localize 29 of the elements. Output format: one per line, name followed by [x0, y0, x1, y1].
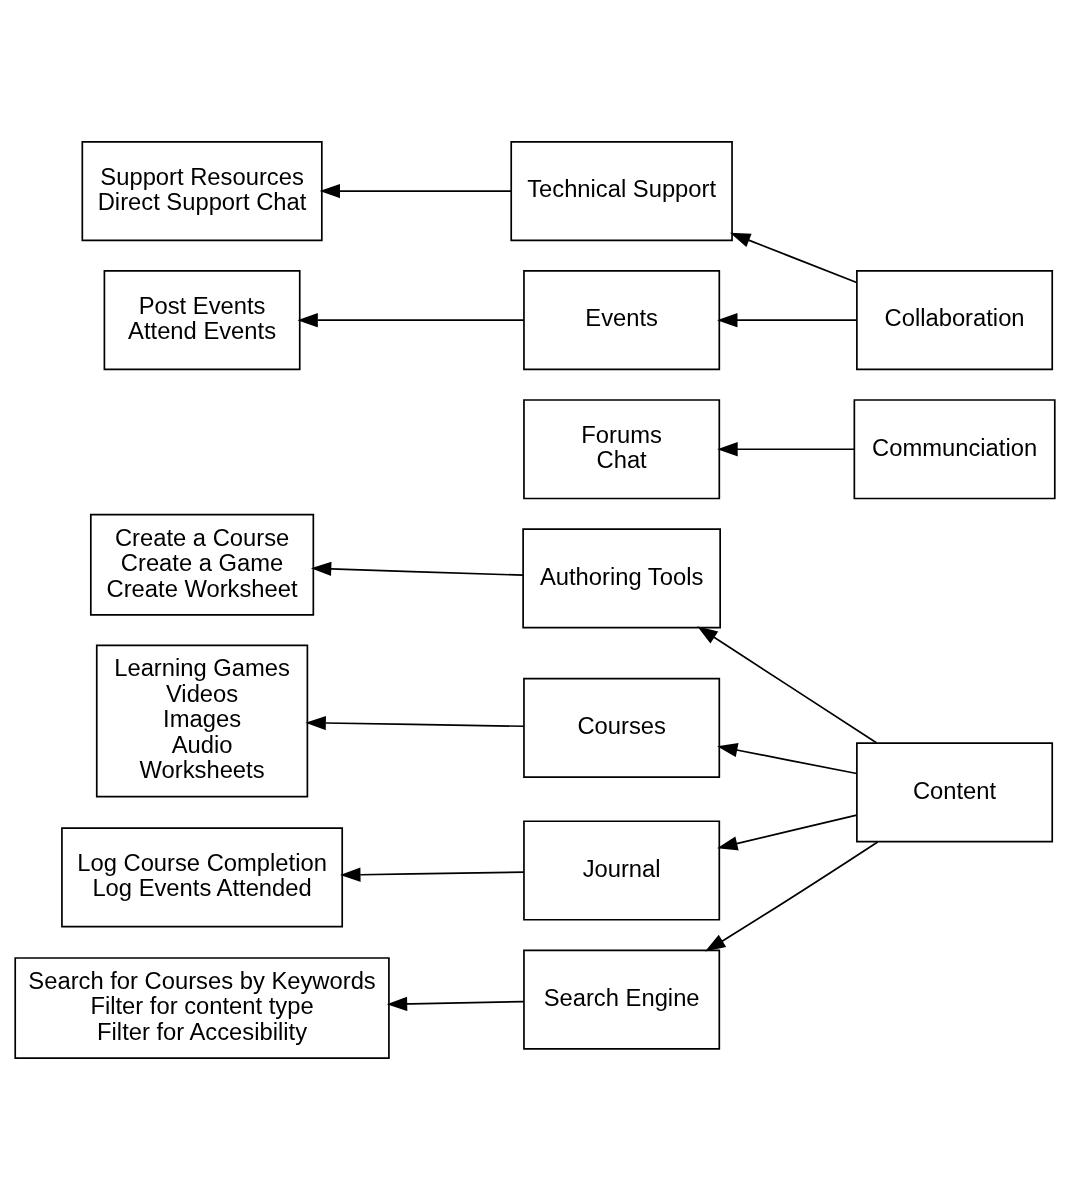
- node-box: Forums Chat: [523, 398, 721, 499]
- node-box: Courses: [523, 677, 721, 778]
- arrow: [310, 561, 524, 576]
- arrow: [297, 312, 525, 327]
- arrow: [717, 742, 858, 774]
- arrow: [697, 625, 878, 744]
- arrow: [386, 996, 525, 1011]
- arrow: [705, 840, 879, 952]
- arrow: [717, 813, 858, 850]
- node-box: Post Events Attend Events: [103, 269, 301, 370]
- node-box: Technical Support: [510, 140, 733, 241]
- node-box: Events: [523, 269, 721, 370]
- node-box: Journal: [523, 819, 721, 921]
- node-box: Collaboration: [856, 269, 1054, 370]
- node-box: Search for Courses by Keywords Filter for content type Filter for Accesibility: [14, 956, 390, 1059]
- arrow: [730, 232, 858, 283]
- arrow: [319, 183, 512, 198]
- node-box: Create a Course Create a Game Create Worksheet: [89, 513, 315, 616]
- arrow: [717, 312, 858, 327]
- node-box: Log Course Completion Log Events Attended: [61, 826, 344, 927]
- arrow: [340, 867, 525, 882]
- node-box: Search Engine: [523, 949, 721, 1050]
- arrow: [717, 441, 855, 456]
- node-box: Content: [856, 741, 1054, 842]
- node-box: Support Resources Direct Support Chat: [81, 140, 323, 241]
- node-box: Authoring Tools: [522, 527, 721, 628]
- node-box: Learning Games Videos Images Audio Worksheets: [95, 644, 309, 797]
- arrow: [305, 715, 525, 730]
- node-box: Communciation: [853, 398, 1056, 499]
